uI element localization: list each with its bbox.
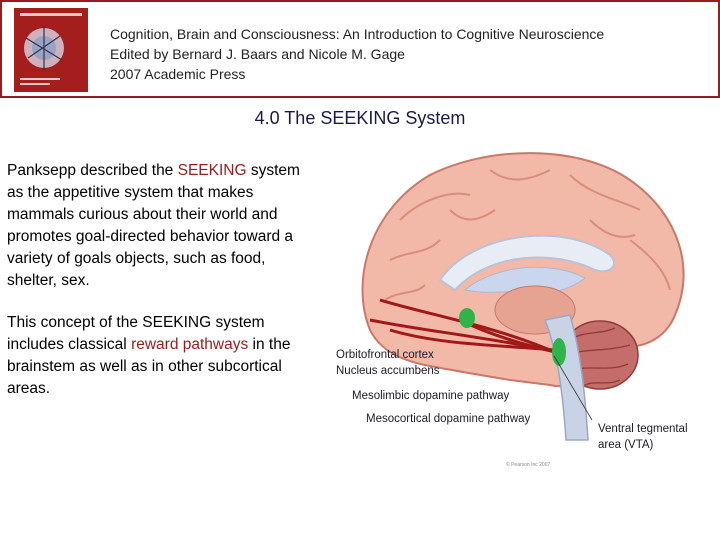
label-vta-line1: Ventral tegmental xyxy=(598,423,688,435)
para2-text-after: in the brainstem as well as in other sub… xyxy=(7,336,291,397)
book-publisher: 2007 Academic Press xyxy=(110,66,246,82)
book-editors: Edited by Bernard J. Baars and Nicole M.… xyxy=(110,46,405,62)
para1-text-after: system as the appetitive system that mak… xyxy=(7,162,300,289)
figure-copyright: © Pearson Inc 2007 xyxy=(506,461,550,468)
brain-diagram: Orbitofrontal cortex Nucleus accumbens M… xyxy=(330,140,720,480)
para1-text-before: Panksepp described the xyxy=(7,162,178,179)
gyri-texture xyxy=(384,169,671,301)
header-banner: Cognition, Brain and Consciousness: An I… xyxy=(0,0,720,98)
para2-text-before: This concept of the SEEKING system inclu… xyxy=(7,314,265,353)
corpus-callosum xyxy=(438,234,615,292)
book-cover-image xyxy=(14,8,88,92)
book-title: Cognition, Brain and Consciousness: An I… xyxy=(110,26,605,42)
para1-highlight: SEEKING xyxy=(177,162,247,179)
paragraph-reward-pathways: This concept of the SEEKING system inclu… xyxy=(7,312,312,400)
nucleus-accumbens-marker xyxy=(459,308,475,328)
para2-highlight: reward pathways xyxy=(131,336,249,353)
label-orbitofrontal-cortex: Orbitofrontal cortex xyxy=(336,349,434,361)
label-mesolimbic-pathway: Mesolimbic dopamine pathway xyxy=(352,390,509,402)
slide-title: 4.0 The SEEKING System xyxy=(254,108,466,128)
book-citation: Cognition, Brain and Consciousness: An I… xyxy=(110,24,604,84)
paragraph-seeking-definition: Panksepp described the SEEKING system as… xyxy=(7,160,312,292)
label-nucleus-accumbens: Nucleus accumbens xyxy=(336,365,440,377)
label-mesocortical-pathway: Mesocortical dopamine pathway xyxy=(366,413,531,425)
label-vta-line2: area (VTA) xyxy=(598,439,654,451)
vta-marker xyxy=(552,338,566,366)
